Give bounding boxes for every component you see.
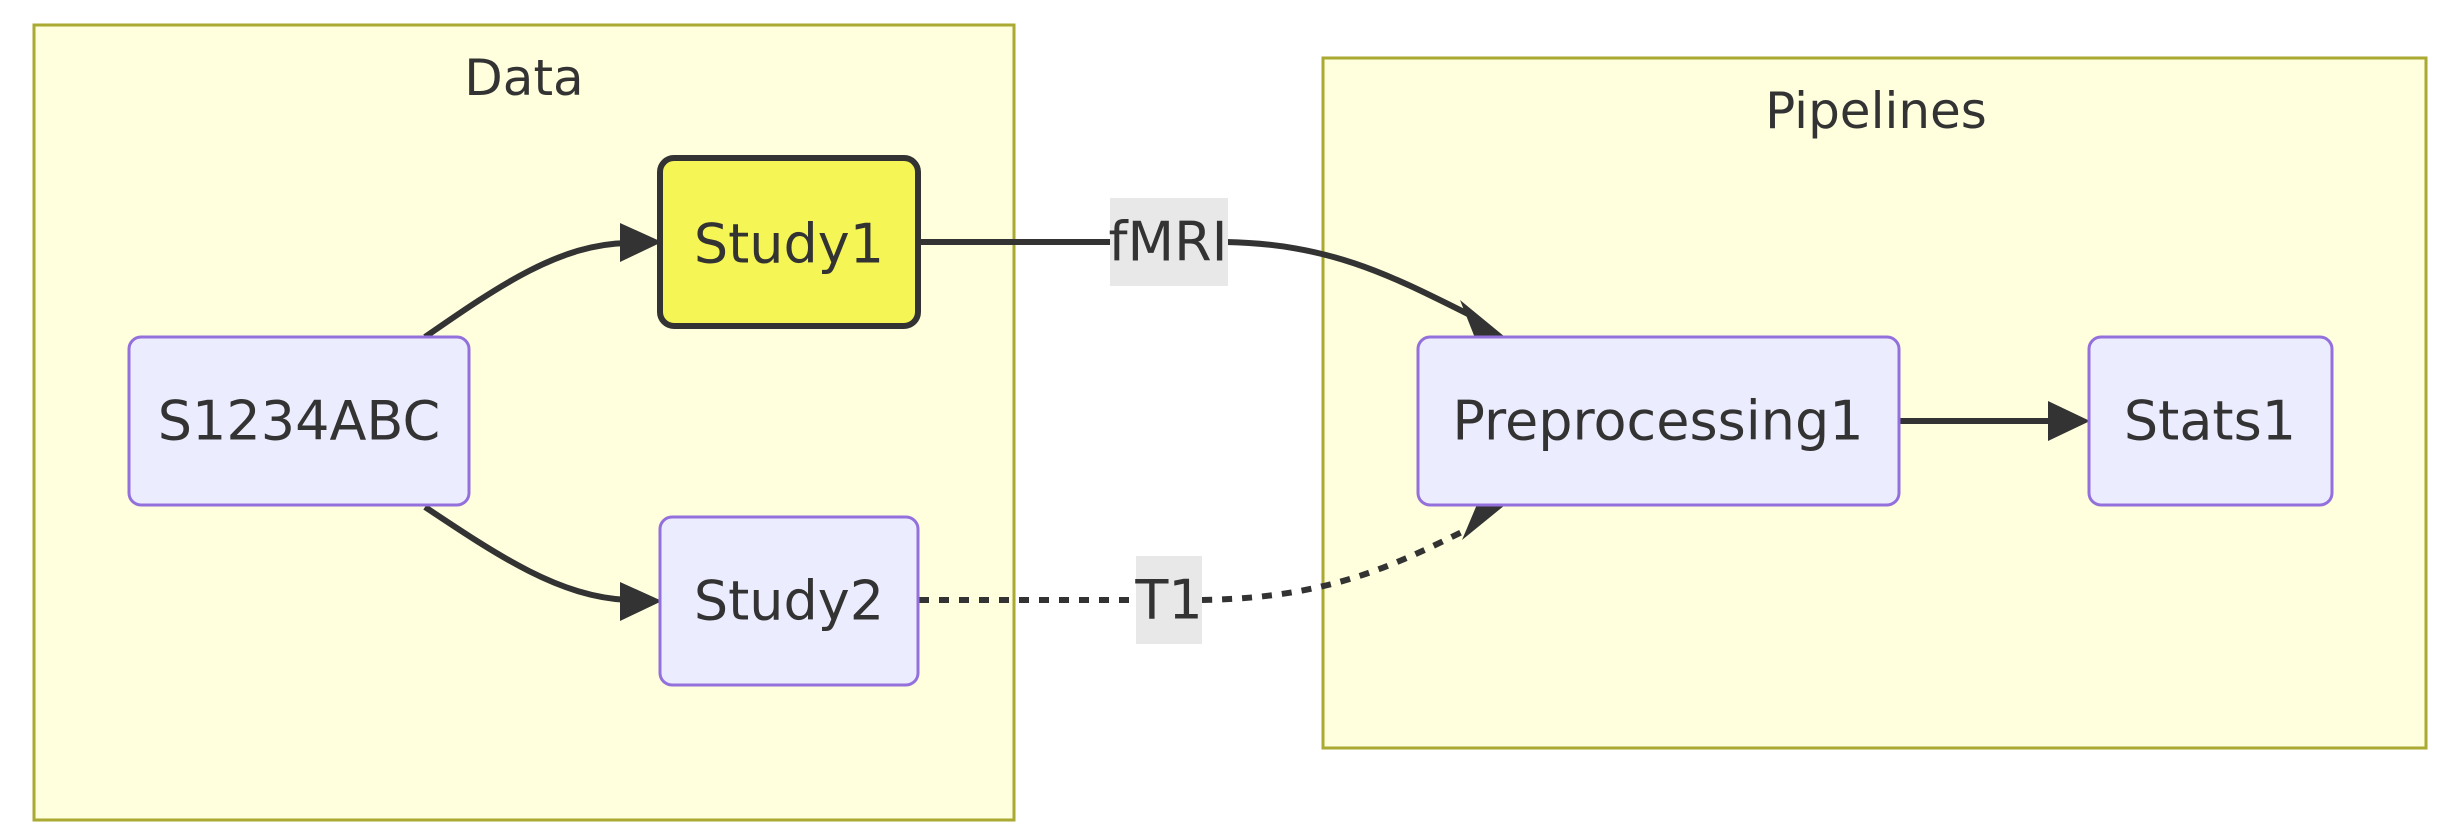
edges: fMRI T1	[423, 198, 2090, 644]
edge-label-fmri-bg	[1110, 198, 1228, 286]
edge-label-t1: T1	[1134, 569, 1202, 632]
node-stats1-label: Stats1	[2124, 390, 2296, 453]
arrowhead-preprocessing1-top	[1460, 300, 1505, 338]
node-study1-label: Study1	[694, 213, 884, 276]
arrowhead-study1	[620, 223, 662, 262]
edge-label-fmri: fMRI	[1108, 211, 1227, 274]
node-s1234abc-box[interactable]	[127, 335, 471, 507]
edge-study2-preprocessing1	[919, 525, 1472, 603]
edge-study1-preprocessing1	[919, 239, 1472, 318]
node-s1234abc-label: S1234ABC	[158, 390, 440, 453]
node-preprocessing1[interactable]: Preprocessing1	[1416, 335, 1901, 507]
node-study2[interactable]: Study2	[658, 515, 920, 687]
node-study1[interactable]: Study1	[657, 155, 921, 329]
node-study2-box[interactable]	[658, 515, 920, 687]
arrowhead-stats1	[2048, 401, 2090, 441]
node-study2-label: Study2	[694, 570, 884, 633]
arrowhead-preprocessing1-bottom	[1462, 502, 1505, 540]
node-preprocessing1-label: Preprocessing1	[1452, 390, 1863, 453]
node-s1234abc[interactable]: S1234ABC	[127, 335, 471, 507]
node-preprocessing1-box[interactable]	[1416, 335, 1901, 507]
node-stats1[interactable]: Stats1	[2087, 335, 2334, 507]
edge-label-t1-bg	[1136, 556, 1202, 644]
cluster-data-title: Data	[464, 49, 583, 107]
edge-s1234abc-study2	[423, 504, 629, 603]
node-study1-box[interactable]	[657, 155, 921, 329]
arrowhead-study2	[620, 582, 662, 621]
node-stats1-box[interactable]	[2087, 335, 2334, 507]
edge-s1234abc-study1	[423, 240, 629, 340]
cluster-pipelines-title: Pipelines	[1765, 82, 1987, 140]
